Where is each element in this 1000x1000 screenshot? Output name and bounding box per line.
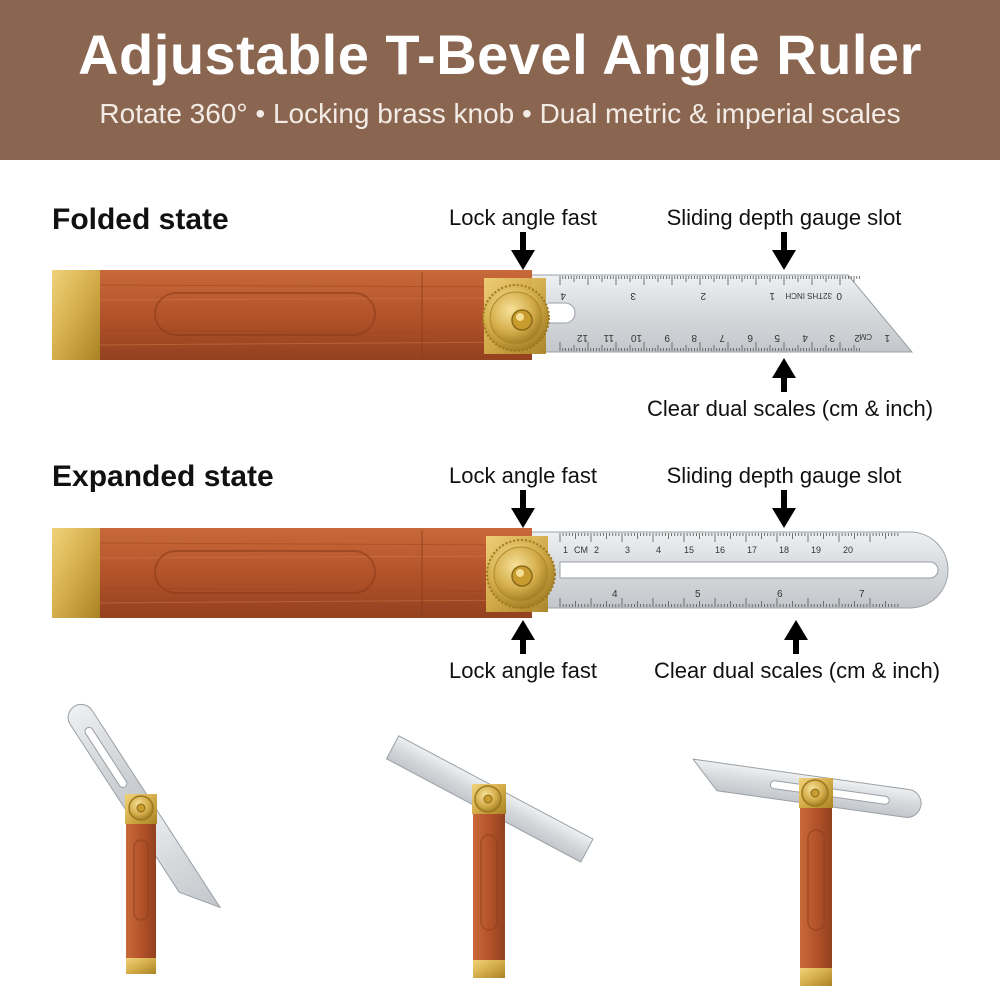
folded-unit-cm: CM [859,332,872,341]
folded-cm-label: 9 [664,332,670,343]
folded-callout-lock: Lock angle fast [449,205,597,230]
folded-cm-label: 8 [691,332,697,343]
expanded-inch-labels: 4 5 6 7 [612,589,865,600]
expanded-handle-groove [154,550,376,594]
expanded-arrow-lock-bottom [511,620,535,654]
page-subtitle: Rotate 360° • Locking brass knob • Dual … [99,98,901,129]
folded-inch-label: 4 [560,290,566,301]
expanded-callout-scales: Clear dual scales (cm & inch) [653,658,941,683]
folded-handle-groove [154,292,376,336]
expanded-brass-endcap [52,528,100,618]
folded-cm-label: 7 [719,332,725,343]
expanded-cm-label: 16 [715,545,725,555]
expanded-cm-label: 20 [843,545,853,555]
expanded-arrow-slot [772,490,796,528]
folded-unit-inch: INCH [785,291,805,300]
expanded-cm-labels: 1 2 3 4 15 16 17 18 19 20 [563,545,853,555]
folded-arrow-slot [772,232,796,270]
expanded-cm-label: 4 [656,545,661,555]
header-banner: Adjustable T-Bevel Angle Ruler Rotate 36… [0,0,1000,160]
expanded-cm-label: 17 [747,545,757,555]
expanded-inch-label: 4 [612,589,618,600]
folded-cm-label: 12 [576,332,588,343]
expanded-arrow-lock-top [511,490,535,528]
folded-inch-label: 0 [836,290,842,301]
folded-cm-label: 6 [747,332,753,343]
expanded-cm-label: 19 [811,545,821,555]
expanded-cm-label: 18 [779,545,789,555]
expanded-wood-handle [52,528,532,618]
expanded-callout-lock-bottom: Lock angle fast [449,658,597,683]
folded-cm-label: 4 [802,332,808,343]
expanded-inch-label: 7 [859,589,865,600]
expanded-callout-lock-top: Lock angle fast [449,463,597,488]
folded-arrow-lock [511,232,535,270]
folded-cm-label: 3 [829,332,835,343]
folded-arrow-scales [772,358,796,392]
folded-state-label: Folded state [52,203,229,236]
folded-brass-endcap [52,270,100,360]
page-title: Adjustable T-Bevel Angle Ruler [78,23,922,86]
expanded-unit-cm: CM [574,545,588,555]
expanded-cm-label: 15 [684,545,694,555]
folded-tool: INCH 32THS CM 0 1 2 3 4 1 2 3 4 5 6 7 8 … [52,270,914,360]
folded-cm-label: 2 [854,332,860,343]
folded-cm-labels: 1 2 3 4 5 6 7 8 9 10 11 12 [576,332,890,343]
folded-tick-marks [559,276,860,351]
folded-inch-label: 3 [630,290,636,301]
folded-inch-label: 1 [769,290,775,301]
expanded-inch-label: 6 [777,589,783,600]
folded-callout-scales: Clear dual scales (cm & inch) [646,396,934,421]
expanded-tick-marks [559,533,899,607]
expanded-state-label: Expanded state [52,460,274,493]
folded-inch-labels: 0 1 2 3 4 [560,290,842,301]
expanded-depth-slot [559,561,939,579]
expanded-cm-label: 1 [563,545,568,555]
angle-example-2 [385,735,594,978]
folded-wood-handle [52,270,532,360]
folded-inch-label: 2 [700,290,706,301]
folded-cm-label: 10 [630,332,642,343]
folded-unit-32: 32THS [807,291,832,300]
expanded-arrow-scales [784,620,808,654]
folded-cm-label: 11 [603,332,614,343]
angle-example-3 [692,758,922,986]
folded-callout-slot: Sliding depth gauge slot [666,205,902,230]
expanded-cm-label: 3 [625,545,630,555]
angle-example-1 [67,703,222,974]
folded-cm-label: 1 [884,332,890,343]
expanded-cm-label: 2 [594,545,599,555]
folded-cm-label: 5 [774,332,780,343]
expanded-inch-label: 5 [695,589,701,600]
expanded-tool: CM 1 2 3 4 15 16 17 18 19 20 4 5 6 7 [52,528,949,618]
expanded-callout-slot: Sliding depth gauge slot [666,463,902,488]
